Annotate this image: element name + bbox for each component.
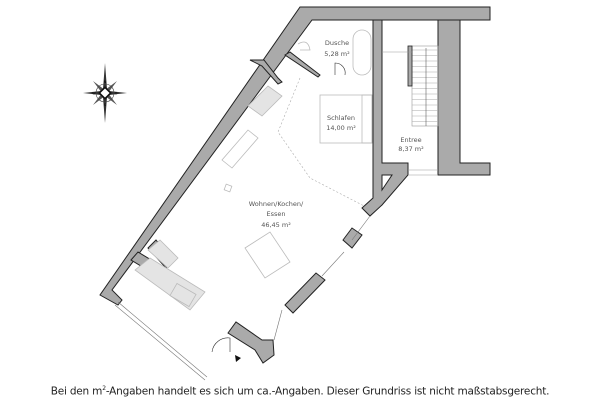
compass-west: W: [92, 92, 96, 96]
disclaimer-sup: 2: [102, 385, 106, 392]
room-entree-area: 8,37 m²: [398, 145, 424, 153]
room-wohnen-area: 46,45 m²: [261, 221, 291, 229]
room-dusche-name: Dusche: [325, 39, 349, 47]
room-schlafen-name: Schlafen: [327, 114, 355, 122]
staircase: [382, 45, 439, 176]
room-dusche-area: 5,28 m²: [324, 50, 350, 58]
room-entree-name: Entree: [400, 136, 421, 144]
furniture: [134, 29, 373, 362]
disclaimer-post: -Angaben handelt es sich um ca.-Angaben.…: [105, 385, 550, 398]
compass-east: O: [115, 92, 118, 96]
room-labels: Dusche 5,28 m² Schlafen 14,00 m² Entree …: [249, 39, 424, 229]
compass-icon: N O S W: [83, 63, 127, 123]
compass-north: N: [104, 80, 107, 84]
windows: [114, 215, 371, 381]
compass-south: S: [104, 103, 107, 107]
room-schlafen-area: 14,00 m²: [326, 124, 356, 132]
disclaimer-text: Bei den m2-Angaben handelt es sich um ca…: [0, 385, 600, 398]
walls: [99, 6, 491, 364]
room-wohnen-name2: Essen: [267, 210, 286, 218]
room-wohnen-name: Wohnen/Kochen/: [249, 200, 304, 208]
disclaimer-pre: Bei den m: [50, 385, 103, 398]
entrance-arrow-icon: [235, 355, 241, 362]
